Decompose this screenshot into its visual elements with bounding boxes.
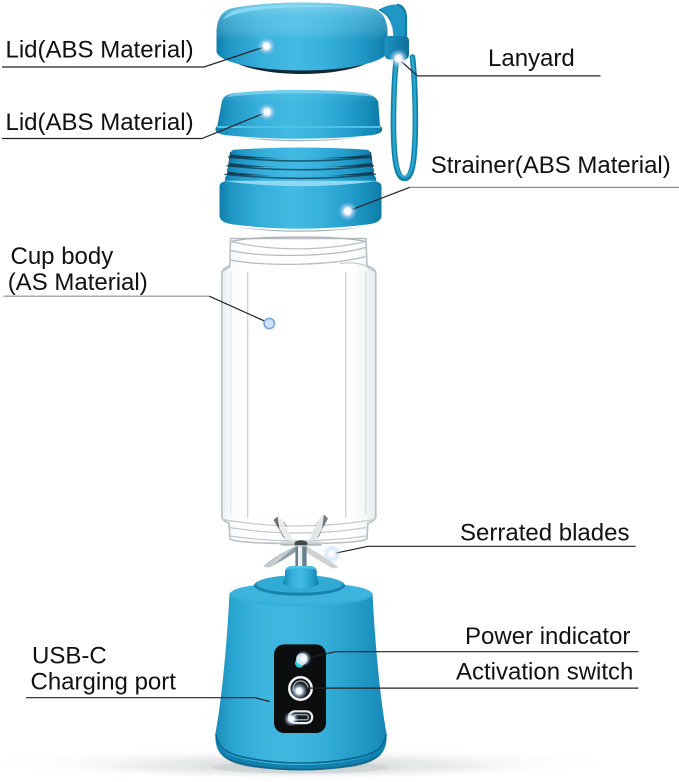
svg-text:Lanyard: Lanyard [488, 45, 575, 72]
svg-text:Charging port: Charging port [31, 669, 177, 696]
svg-text:Cup body: Cup body [11, 243, 114, 270]
svg-text:Activation switch: Activation switch [456, 659, 633, 686]
svg-text:(AS Material): (AS Material) [8, 269, 148, 296]
svg-text:USB-C: USB-C [32, 643, 107, 670]
svg-text:Power indicator: Power indicator [465, 623, 630, 650]
svg-text:Strainer(ABS Material): Strainer(ABS Material) [431, 152, 671, 179]
svg-text:Lid(ABS Material): Lid(ABS Material) [6, 109, 194, 136]
svg-text:Lid(ABS Material): Lid(ABS Material) [6, 37, 194, 64]
svg-text:Serrated blades: Serrated blades [460, 520, 629, 547]
